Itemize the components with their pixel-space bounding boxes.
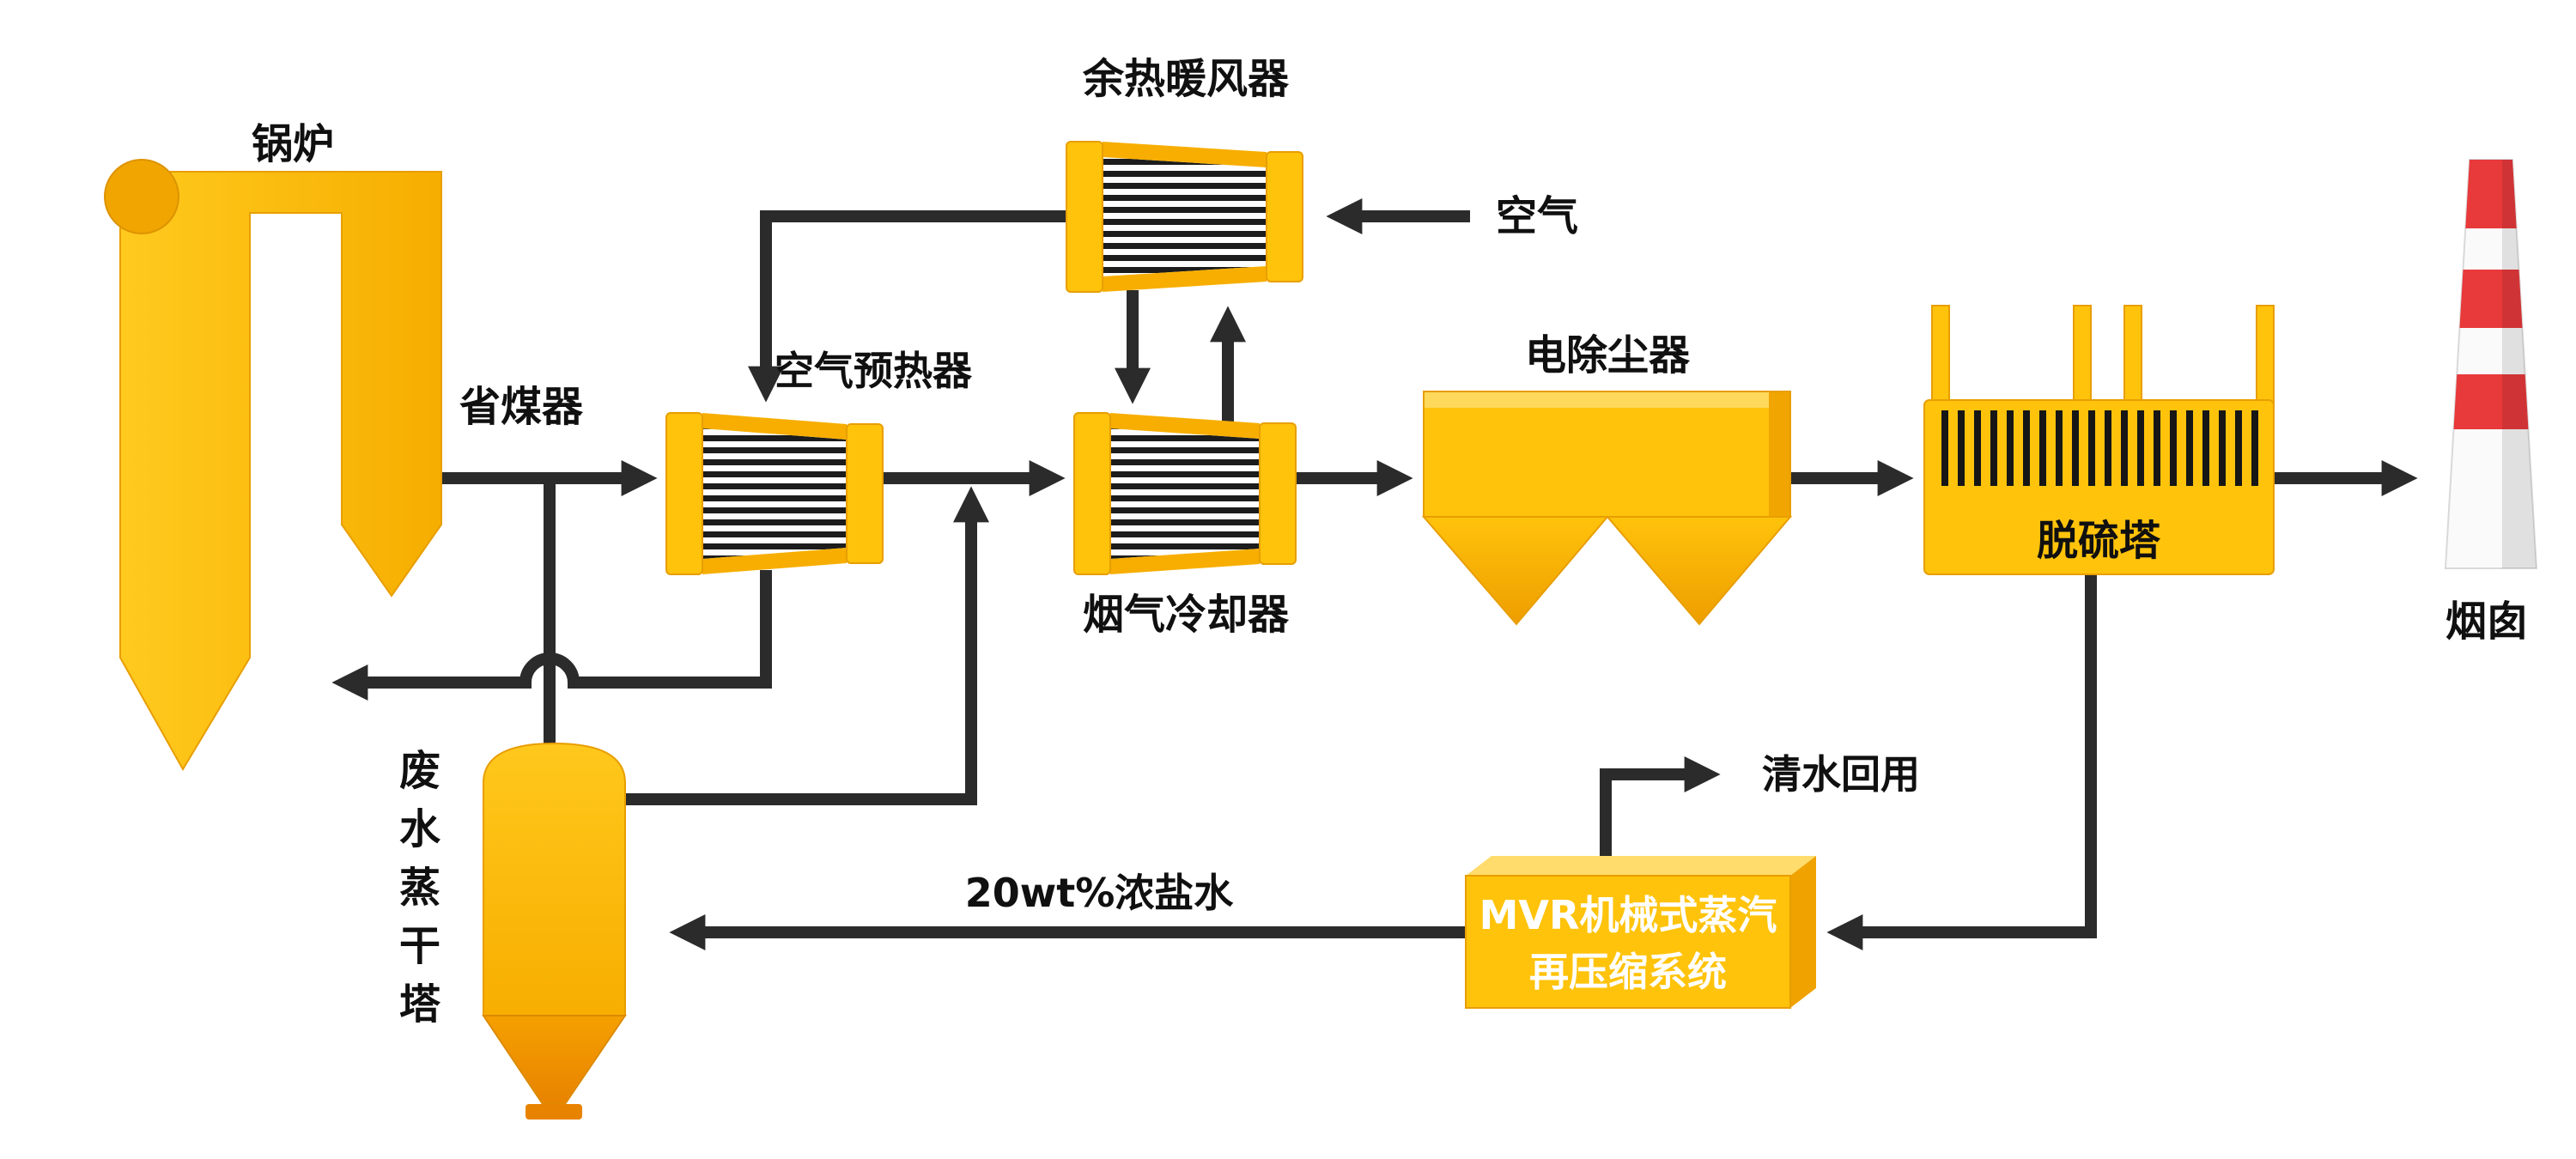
- mvr-box-top: [1466, 856, 1816, 876]
- clean-water-reuse-label: 清水回用: [1762, 751, 1920, 798]
- flue-gas-cooler-tubes-icon: [1110, 428, 1260, 559]
- waste-heat-air-heater-label: 余热暖风器: [1082, 55, 1290, 103]
- evaporation-tower-label-char-2: 水: [399, 805, 441, 853]
- air-preheater-label: 空气预热器: [775, 348, 973, 394]
- waste-heat-air-heater-left-plate: [1066, 141, 1103, 293]
- line-evaporation-tower-exhaust: [622, 486, 989, 805]
- boiler: [104, 159, 442, 771]
- flue-gas-cooler-left-plate: [1073, 412, 1111, 575]
- waste-heat-air-heater-top-band: [1103, 142, 1267, 167]
- esp-label: 电除尘器: [1525, 331, 1691, 379]
- mvr-label-line1: MVR机械式蒸汽: [1479, 892, 1777, 938]
- flue-gas-cooler-top-band: [1110, 413, 1260, 439]
- evaporation-tower-label-char-1: 废: [399, 747, 440, 795]
- esp-hopper-left: [1421, 516, 1610, 626]
- flue-gas-cooler: [1073, 412, 1297, 575]
- waste-heat-air-heater-right-plate: [1266, 151, 1303, 282]
- evaporation-tower-body: [483, 742, 626, 1016]
- esp-hopper-right: [1605, 516, 1793, 626]
- chimney-stripe-middle: [2445, 270, 2537, 328]
- wastewater-evaporation-tower: [482, 742, 627, 1120]
- flue-gas-cooler-bottom-band: [1110, 549, 1260, 574]
- mvr-label-line2: 再压缩系统: [1529, 949, 1727, 995]
- evaporation-tower-flange: [526, 1104, 582, 1120]
- line-preheater-air-to-boiler: [331, 570, 772, 701]
- evaporation-tower-label-char-5: 塔: [399, 980, 441, 1029]
- desulfurization-tower: [1923, 305, 2275, 575]
- mvr-box-front: [1465, 875, 1791, 1009]
- air-label: 空气: [1496, 192, 1578, 240]
- air-preheater: [665, 412, 884, 575]
- esp-body: [1423, 391, 1791, 518]
- esp-side-shade: [1769, 392, 1789, 516]
- waste-heat-air-heater-bottom-band: [1103, 266, 1267, 292]
- flow-lines: [331, 198, 2418, 950]
- mvr-system: MVR机械式蒸汽 再压缩系统: [1465, 856, 1816, 1009]
- chimney: [2444, 159, 2538, 569]
- air-preheater-bottom-band: [702, 548, 847, 574]
- line-desulf-to-mvr: [1826, 568, 2097, 950]
- flue-gas-cooler-right-plate: [1259, 422, 1297, 565]
- air-preheater-right-plate: [846, 423, 884, 564]
- air-preheater-left-plate: [665, 412, 703, 575]
- mvr-box-side: [1790, 856, 1816, 1008]
- desulf-internals-icon: [1936, 410, 2262, 486]
- economizer-label: 省煤器: [459, 383, 584, 431]
- desulf-prong-3: [2123, 305, 2142, 413]
- evaporation-tower-label: 废 水 蒸 干 塔: [399, 747, 441, 1029]
- chimney-stripe-top: [2445, 160, 2537, 228]
- line-clean-water-reuse: [1600, 756, 1721, 860]
- boiler-label: 锅炉: [252, 120, 334, 168]
- esp-top-highlight: [1425, 392, 1789, 408]
- evaporation-tower-label-char-3: 蒸: [399, 864, 440, 912]
- brine-label: 20wt%浓盐水: [965, 870, 1235, 916]
- waste-heat-air-heater: [1066, 141, 1303, 293]
- evaporation-tower-label-char-4: 干: [399, 922, 440, 970]
- waste-heat-air-heater-tubes-icon: [1103, 157, 1267, 276]
- evaporation-tower-cone: [482, 1015, 627, 1105]
- line-heater-to-preheater: [748, 210, 1066, 403]
- chimney-shade: [2502, 160, 2537, 568]
- air-preheater-top-band: [702, 413, 847, 440]
- boiler-shape: [119, 171, 442, 771]
- flue-gas-cooler-label: 烟气冷却器: [1083, 591, 1290, 639]
- desulf-prong-1: [1931, 305, 1950, 413]
- electrostatic-precipitator: [1421, 391, 1793, 626]
- boiler-drum-icon: [104, 159, 179, 234]
- desulf-prong-4: [2256, 305, 2275, 413]
- air-preheater-tubes-icon: [702, 428, 847, 559]
- desulfurization-tower-label: 脱硫塔: [2037, 517, 2161, 565]
- desulf-prong-2: [2073, 305, 2092, 413]
- chimney-stripe-bottom: [2445, 374, 2537, 429]
- diagram-labels: 锅炉 省煤器 空气预热器 余热暖风器 空气 烟气冷却器 电除尘器 脱硫塔 烟囱 …: [252, 55, 2528, 1029]
- chimney-label: 烟囱: [2445, 598, 2528, 646]
